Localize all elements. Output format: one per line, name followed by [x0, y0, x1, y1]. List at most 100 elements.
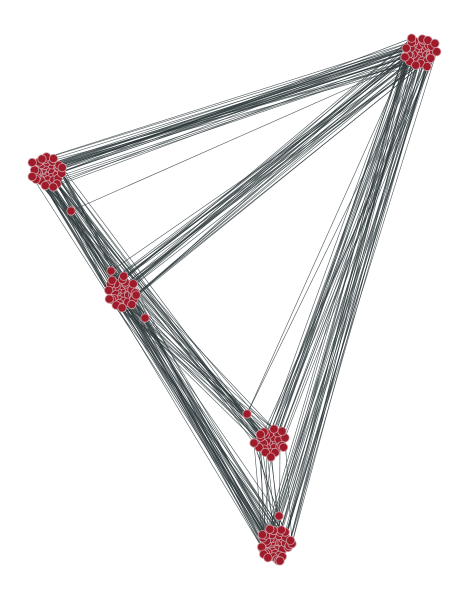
- graph-edge: [246, 47, 412, 415]
- graph-node: [57, 163, 67, 173]
- cluster-bottom: [256, 511, 297, 566]
- graph-edge: [284, 437, 293, 544]
- graph-node: [117, 303, 127, 313]
- graph-node: [104, 285, 114, 295]
- cluster-lower-middle: [242, 409, 290, 462]
- graph-node: [269, 424, 279, 434]
- graph-edge: [123, 37, 412, 291]
- graph-node: [66, 206, 76, 216]
- graph-edge: [262, 64, 419, 549]
- graph-edge: [111, 287, 265, 433]
- graph-edge: [144, 317, 283, 557]
- graph-edge: [38, 171, 272, 458]
- graph-edge: [258, 447, 267, 541]
- graph-edge: [121, 58, 431, 308]
- graph-node: [249, 438, 259, 448]
- graph-edge: [273, 48, 407, 438]
- graph-edge: [113, 298, 284, 540]
- graph-edge: [51, 49, 416, 166]
- graph-edge: [263, 48, 407, 444]
- graph-edge: [56, 40, 429, 185]
- graph-node: [242, 409, 252, 419]
- graph-edge: [124, 281, 274, 539]
- graph-edge: [263, 55, 411, 450]
- graph-edge: [115, 283, 261, 435]
- graph-edge: [119, 299, 272, 453]
- graph-node: [255, 429, 265, 439]
- graph-node: [257, 530, 267, 540]
- graph-edge: [271, 48, 407, 453]
- graph-node: [40, 181, 50, 191]
- graph-edge: [121, 46, 427, 308]
- graph-edge: [109, 298, 291, 541]
- graph-edge: [273, 38, 412, 547]
- graph-edge: [40, 180, 266, 435]
- graph-node: [277, 426, 287, 436]
- graph-edge: [34, 169, 278, 560]
- graph-edge: [42, 47, 407, 170]
- graph-edge: [111, 57, 431, 281]
- graph-edge: [34, 44, 420, 171]
- graph-node: [27, 157, 37, 168]
- graph-edge: [57, 167, 262, 548]
- graph-edge: [121, 40, 429, 309]
- graph-node: [127, 299, 137, 310]
- graph-node: [27, 172, 37, 182]
- graph-node: [422, 61, 432, 72]
- graph-edge: [43, 37, 412, 179]
- graph-node: [401, 43, 411, 53]
- graph-node: [140, 313, 150, 323]
- graph-node: [274, 511, 284, 521]
- graph-edge: [42, 55, 411, 170]
- graph-edge: [59, 47, 422, 166]
- graph-edge: [121, 55, 427, 308]
- graph-edge: [131, 304, 281, 562]
- graph-edge: [123, 275, 281, 448]
- graph-edge: [61, 167, 276, 453]
- graph-edge: [263, 54, 409, 450]
- graph-edge: [267, 54, 409, 558]
- graph-node: [285, 535, 296, 546]
- graph-edge: [119, 299, 280, 556]
- graph-edge: [38, 161, 283, 446]
- graph-edge: [144, 317, 280, 441]
- graph-node: [276, 525, 286, 535]
- graph-edge: [271, 61, 410, 453]
- graph-edge: [287, 49, 416, 548]
- graph-edge: [287, 42, 424, 548]
- graph-edge: [51, 177, 124, 277]
- graph-edge: [45, 185, 276, 554]
- graph-node: [426, 53, 436, 63]
- graph-edge: [265, 38, 412, 536]
- graph-edge: [113, 61, 410, 299]
- graph-node: [104, 294, 114, 304]
- graph-node: [263, 553, 273, 563]
- graph-edge: [43, 173, 268, 553]
- graph-node: [278, 442, 289, 452]
- graph-edge: [269, 40, 415, 539]
- graph-edge: [285, 51, 437, 538]
- graph-node: [128, 279, 138, 289]
- graph-edge: [70, 61, 410, 212]
- graph-edge: [47, 56, 421, 181]
- nodes-layer: [27, 33, 442, 566]
- graph-edge: [116, 63, 421, 291]
- graph-edge: [291, 60, 423, 544]
- graph-edge: [271, 42, 424, 535]
- graph-node: [265, 524, 275, 534]
- graph-edge: [58, 167, 289, 548]
- cluster-top-right: [400, 33, 442, 72]
- graph-node: [37, 154, 47, 164]
- graph-edge: [123, 64, 416, 294]
- graph-node: [48, 153, 59, 164]
- graph-edge: [108, 40, 415, 291]
- graph-node: [119, 271, 129, 281]
- graph-node: [406, 33, 417, 43]
- graph-edge: [280, 45, 420, 533]
- graph-node: [106, 266, 116, 276]
- graph-node: [266, 452, 276, 462]
- graph-edge: [110, 270, 268, 553]
- graph-edge: [110, 58, 418, 272]
- cluster-left: [27, 152, 76, 216]
